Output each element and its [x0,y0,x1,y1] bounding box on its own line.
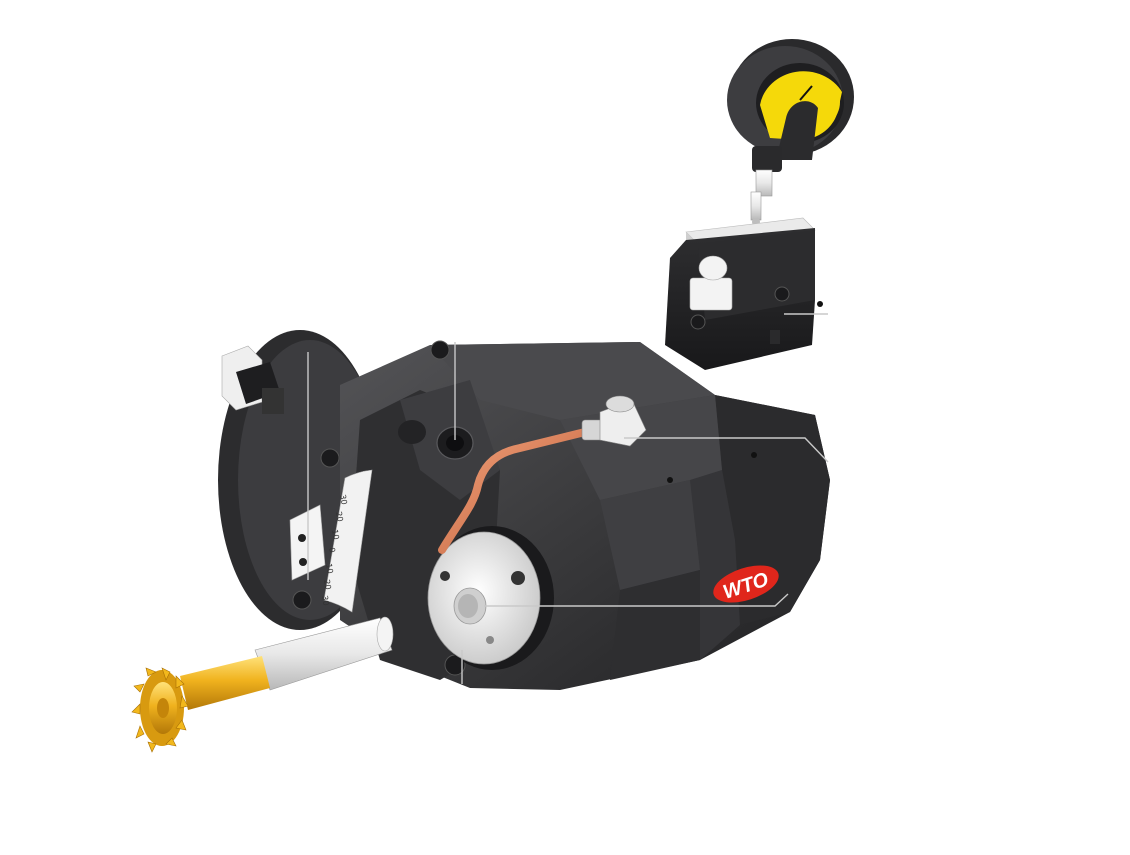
tool-shaft [254,616,394,691]
angle-scale-tick: 20 [322,579,333,591]
gear-shaft [180,656,270,710]
angle-head-housing: 30 20 10 0 10 20 30 WTO [218,330,830,690]
spindle-shaft [221,345,284,414]
bevel-gear [131,667,189,753]
angle-scale-tick: 10 [324,563,335,575]
angle-scale-tick: 0 [327,547,337,554]
block-screw [774,286,790,302]
gauge-stem [750,146,782,226]
block-screw [690,314,706,330]
angle-scale-tick: 30 [320,595,331,607]
angle-scale-tick: 30 [338,494,349,506]
callout-line-coolant [624,437,829,463]
front-flange [427,526,554,670]
callout-lines [307,313,829,684]
gauge-needle-housing [776,101,818,160]
block-stylus-holder [689,255,733,311]
housing-bolts [292,340,757,676]
angle-scale: 30 20 10 0 10 20 30 [289,469,373,613]
coolant-pipe [438,428,589,554]
block-hole [817,301,823,307]
angle-scale-tick: 20 [334,511,345,523]
locking-screw [398,420,474,460]
coolant-fitting [581,395,647,447]
gauge-needle [799,85,813,101]
dial-gauge-block [665,217,823,370]
angle-scale-tick: 10 [330,529,341,541]
coolant-connection [438,395,647,554]
callout-line-flange [484,593,789,607]
dial-gauge [727,39,854,226]
